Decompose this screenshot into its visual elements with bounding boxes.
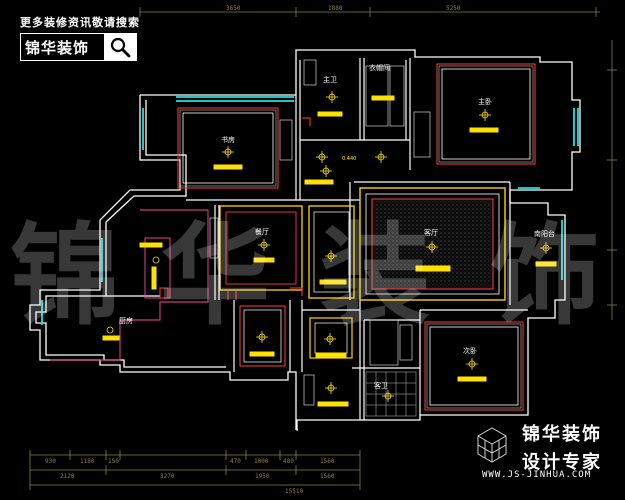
dim-top-2: 1880 bbox=[328, 5, 343, 12]
bottom-dimension-text: 930 1180 150 470 1000 480 1560 2120 3270… bbox=[45, 458, 335, 495]
search-prompt-link[interactable]: 更多装修资讯敬请搜索 bbox=[20, 16, 140, 29]
dim-total: 15510 bbox=[285, 488, 303, 495]
second-bedroom-ceiling bbox=[424, 321, 524, 411]
brand-name: 锦华装饰 bbox=[522, 424, 602, 445]
room-label-master-bedroom: 主卧 bbox=[478, 97, 492, 106]
search-button[interactable] bbox=[104, 34, 136, 60]
interior-walls bbox=[106, 58, 528, 420]
room-label-south-balcony: 南阳台 bbox=[534, 229, 555, 238]
watermark-char-1: 锦 bbox=[10, 211, 120, 340]
room-labels: 主卫 衣帽间 主卧 书房 餐厅 客厅 南阳台 厨房 次卧 客卫 0.440 bbox=[119, 63, 555, 390]
watermark-char-2: 华 bbox=[160, 211, 270, 340]
study-ceiling bbox=[177, 107, 279, 189]
dim-b2-1: 2120 bbox=[60, 473, 75, 480]
dim-b2-4: 1560 bbox=[320, 473, 335, 480]
dim-b1-2: 1180 bbox=[80, 458, 95, 465]
lower-room-ceilings bbox=[239, 305, 353, 367]
room-label-master-bath: 主卫 bbox=[323, 75, 337, 84]
room-label-study: 书房 bbox=[221, 135, 235, 144]
cube-logo bbox=[477, 427, 507, 463]
room-label-guest-bath: 客卫 bbox=[374, 381, 388, 390]
brand-url[interactable]: WWW.JS-JINHUA.COM bbox=[482, 470, 592, 480]
dim-b1-5: 1000 bbox=[254, 458, 269, 465]
dim-b1-4: 470 bbox=[230, 458, 241, 465]
lamp-symbols bbox=[106, 91, 552, 402]
room-label-kitchen: 厨房 bbox=[119, 316, 133, 325]
brand-tagline: 设计专家 bbox=[522, 452, 602, 473]
room-label-cloakroom: 衣帽间 bbox=[369, 63, 390, 72]
doors bbox=[159, 117, 311, 300]
watermark-char-3: 装 bbox=[320, 211, 430, 340]
right-dimension-ticks bbox=[607, 40, 617, 320]
dim-b2-2: 3270 bbox=[160, 473, 175, 480]
dining-ceiling bbox=[219, 205, 355, 299]
room-label-living: 客厅 bbox=[424, 228, 438, 237]
dim-top-3: 5250 bbox=[446, 5, 461, 12]
dim-b1-3: 150 bbox=[108, 458, 119, 465]
dim-b2-3: 1950 bbox=[255, 473, 270, 480]
kitchen-outline bbox=[50, 209, 209, 361]
brand-block: 锦华装饰 设计专家 bbox=[522, 420, 602, 474]
dim-b1-6: 480 bbox=[283, 458, 294, 465]
logo-text: 锦华装饰 bbox=[25, 39, 90, 57]
magnifier-icon bbox=[110, 37, 131, 58]
master-bedroom-ceiling bbox=[436, 63, 536, 165]
logo-search-bar: 锦华装饰 bbox=[20, 33, 137, 61]
dim-b1-1: 930 bbox=[45, 458, 56, 465]
room-label-second-bedroom: 次卧 bbox=[463, 346, 477, 355]
light-fixtures bbox=[102, 95, 557, 407]
top-dimension-line: 3650 1880 5250 bbox=[139, 5, 600, 17]
room-label-dining: 餐厅 bbox=[255, 227, 269, 236]
guest-bath-grid bbox=[365, 371, 417, 417]
windows bbox=[41, 96, 579, 325]
dim-b1-7: 1560 bbox=[320, 458, 335, 465]
watermark-char-4: 饰 bbox=[490, 211, 600, 340]
dim-top-1: 3650 bbox=[226, 5, 241, 12]
ceiling-height-note: 0.440 bbox=[342, 156, 356, 162]
bottom-dimension-lines bbox=[29, 450, 361, 490]
